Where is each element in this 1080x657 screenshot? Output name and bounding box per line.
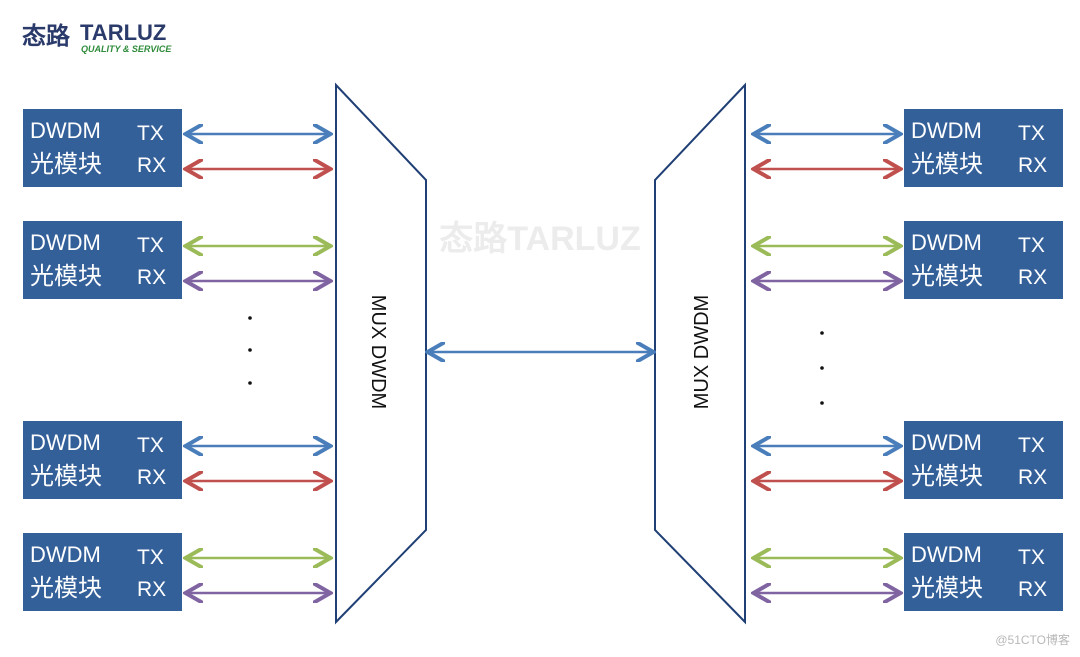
rx-label: RX bbox=[137, 266, 166, 289]
dot bbox=[248, 381, 252, 385]
dot bbox=[820, 331, 824, 335]
right-module-2: DWDM 光模块 TX RX bbox=[756, 221, 1063, 299]
logo-en: TARLUZ bbox=[80, 20, 166, 45]
right-module-4: DWDM 光模块 TX RX bbox=[756, 533, 1063, 611]
mux-right-label: MUX DWDM bbox=[691, 295, 713, 409]
tx-label: TX bbox=[137, 434, 164, 457]
tx-label: TX bbox=[1018, 546, 1045, 569]
module-type-label: DWDM bbox=[30, 230, 101, 255]
rx-label: RX bbox=[137, 154, 166, 177]
module-type-label: DWDM bbox=[30, 430, 101, 455]
module-box bbox=[23, 109, 182, 187]
module-name-label: 光模块 bbox=[911, 263, 983, 290]
right-module-3: DWDM 光模块 TX RX bbox=[756, 421, 1063, 499]
rx-label: RX bbox=[1018, 466, 1047, 489]
tx-label: TX bbox=[1018, 122, 1045, 145]
module-type-label: DWDM bbox=[911, 230, 982, 255]
module-type-label: DWDM bbox=[911, 430, 982, 455]
ellipsis-right bbox=[820, 331, 824, 405]
mux-left-trapezoid bbox=[335, 82, 427, 625]
watermark-layer: 态路TARLUZ bbox=[439, 220, 640, 258]
rx-label: RX bbox=[137, 578, 166, 601]
left-module-2: DWDM 光模块 TX RX bbox=[23, 221, 328, 299]
module-box bbox=[23, 421, 182, 499]
module-type-label: DWDM bbox=[30, 118, 101, 143]
ellipsis-left bbox=[248, 316, 252, 385]
mux-left: MUX DWDM bbox=[335, 82, 427, 625]
module-name-label: 光模块 bbox=[30, 575, 102, 602]
module-type-label: DWDM bbox=[30, 542, 101, 567]
module-name-label: 光模块 bbox=[911, 463, 983, 490]
left-module-4: DWDM 光模块 TX RX bbox=[23, 533, 328, 611]
module-name-label: 光模块 bbox=[911, 575, 983, 602]
mux-right: MUX DWDM bbox=[654, 82, 746, 625]
module-box bbox=[904, 421, 1063, 499]
module-name-label: 光模块 bbox=[30, 151, 102, 178]
left-module-1: DWDM 光模块 TX RX bbox=[23, 109, 328, 187]
tx-label: TX bbox=[137, 546, 164, 569]
mux-right-trapezoid bbox=[654, 82, 746, 625]
left-module-3: DWDM 光模块 TX RX bbox=[23, 421, 328, 499]
module-box bbox=[23, 221, 182, 299]
dot bbox=[248, 316, 252, 320]
module-box bbox=[904, 109, 1063, 187]
tx-label: TX bbox=[1018, 434, 1045, 457]
rx-label: RX bbox=[1018, 266, 1047, 289]
mux-left-label: MUX DWDM bbox=[367, 295, 389, 409]
rx-label: RX bbox=[137, 466, 166, 489]
module-name-label: 光模块 bbox=[30, 263, 102, 290]
watermark: 态路TARLUZ bbox=[439, 220, 640, 258]
module-box bbox=[904, 533, 1063, 611]
rx-label: RX bbox=[1018, 154, 1047, 177]
tx-label: TX bbox=[137, 122, 164, 145]
module-name-label: 光模块 bbox=[30, 463, 102, 490]
right-module-1: DWDM 光模块 TX RX bbox=[756, 109, 1063, 187]
dot bbox=[820, 401, 824, 405]
tx-label: TX bbox=[137, 234, 164, 257]
rx-label: RX bbox=[1018, 578, 1047, 601]
module-type-label: DWDM bbox=[911, 118, 982, 143]
footer-credit: @51CTO博客 bbox=[995, 632, 1070, 647]
module-type-label: DWDM bbox=[911, 542, 982, 567]
logo-tagline: QUALITY & SERVICE bbox=[81, 44, 172, 54]
module-box bbox=[904, 221, 1063, 299]
tx-label: TX bbox=[1018, 234, 1045, 257]
dot bbox=[248, 348, 252, 352]
dot bbox=[820, 366, 824, 370]
module-box bbox=[23, 533, 182, 611]
module-name-label: 光模块 bbox=[911, 151, 983, 178]
logo-cn: 态路 bbox=[22, 22, 71, 50]
logo: 态路 TARLUZ QUALITY & SERVICE bbox=[22, 20, 172, 54]
modules-layer: DWDM 光模块 TX RX DWDM 光模块 TX RX DWDM 光模块 TX RX DWDM 光模块… bbox=[23, 109, 1063, 611]
